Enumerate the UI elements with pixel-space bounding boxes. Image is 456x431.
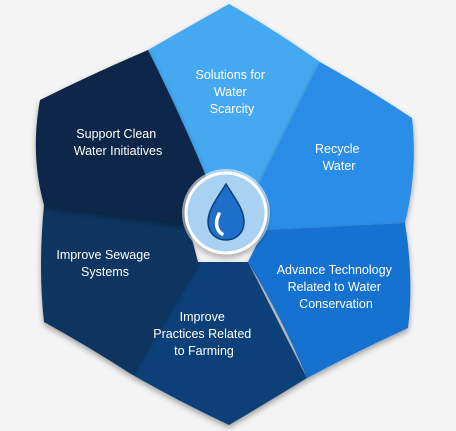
- segment-clean-water: [35, 50, 215, 224]
- segment-advance-tech: [248, 223, 411, 378]
- label-line: Support Clean: [76, 127, 156, 141]
- label-line: Conservation: [299, 297, 373, 311]
- label-line: Systems: [81, 265, 129, 279]
- label-line: Improve Sewage: [56, 248, 150, 262]
- label-line: Solutions for: [196, 68, 265, 82]
- label-line: Related to Water: [288, 280, 381, 294]
- segment-farming: [131, 262, 307, 425]
- label-line: Water: [323, 159, 356, 173]
- label-farming: Improve Practices Related to Farming: [153, 310, 254, 358]
- label-line: Recycle: [315, 142, 360, 156]
- label-solutions: Solutions for Water Scarcity: [196, 68, 269, 116]
- label-line: Advance Technology: [277, 263, 393, 277]
- label-line: Water: [214, 85, 247, 99]
- water-drop-icon: [207, 182, 245, 241]
- label-sewage: Improve Sewage Systems: [56, 248, 153, 279]
- label-line: to Farming: [174, 344, 234, 358]
- label-line: Improve: [180, 310, 225, 324]
- label-line: Scarcity: [210, 102, 255, 116]
- label-clean-water: Support Clean Water Initiatives: [74, 127, 162, 158]
- label-recycle: Recycle Water: [315, 142, 363, 173]
- segment-recycle: [252, 62, 414, 230]
- segment-sewage: [41, 205, 198, 374]
- label-line: Water Initiatives: [74, 144, 162, 158]
- label-line: Practices Related: [153, 327, 251, 341]
- label-advance-tech: Advance Technology Related to Water Cons…: [277, 263, 396, 311]
